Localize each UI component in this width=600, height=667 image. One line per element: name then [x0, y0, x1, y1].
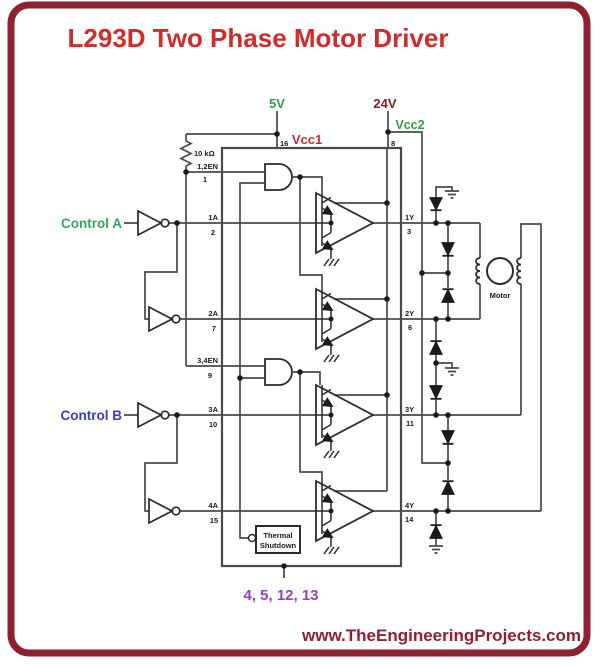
pin-number-15: 15: [210, 516, 218, 525]
driver-1-emitter-arrow-2: [321, 240, 334, 251]
inverter-1: [137, 209, 163, 237]
diode-down-icon: [441, 242, 455, 257]
diode-up-icon: [429, 524, 443, 539]
driver-2-transistors: [321, 289, 340, 363]
motor-symbol: [475, 257, 522, 285]
wire-enable-rail: [185, 133, 277, 367]
driver-triangle-3: [315, 383, 375, 447]
pin-label-2a: 2A: [208, 309, 218, 318]
driver-triangle-2: [315, 287, 375, 351]
driver-triangle-1: [315, 191, 375, 255]
diode-down-icon: [441, 430, 455, 445]
motor-label: Motor: [490, 291, 511, 300]
pin-label-4a: 4A: [208, 501, 218, 510]
diode-down-icon: [429, 385, 443, 400]
power-5v-label: 5V: [269, 96, 285, 111]
diagram-title: L293D Two Phase Motor Driver: [68, 23, 449, 53]
driver-4-emitter-arrow-1: [321, 493, 334, 504]
wire-control-b: [124, 414, 332, 512]
pin-number-11: 11: [406, 419, 414, 428]
inverter-4: [148, 497, 174, 525]
driver-2-emitter-arrow-1: [321, 301, 334, 312]
pin-number-16: 16: [280, 139, 288, 148]
pin-label-1y: 1Y: [405, 213, 414, 222]
diode-up-icon: [441, 288, 455, 303]
pin-number-6: 6: [408, 323, 412, 332]
junction-dots: [174, 129, 451, 569]
wire-diode-columns: [283, 186, 453, 578]
pin-number-9: 9: [208, 371, 212, 380]
flyback-diodes: [429, 197, 455, 539]
driver-4-emitter-arrow-2: [321, 528, 334, 539]
and-gate-1: [264, 163, 293, 191]
thermal-shutdown-label-2: Shutdown: [260, 541, 297, 550]
ground-symbol-2: [445, 367, 459, 376]
pin-label-3a: 3A: [208, 405, 218, 414]
inverter-2: [148, 305, 174, 333]
pin-label-2y: 2Y: [405, 309, 414, 318]
wire-outputs: [373, 222, 541, 512]
driver-1-transistors: [321, 193, 340, 267]
driver-triangle-4: [315, 479, 375, 543]
thermal-shutdown-label-1: Thermal: [263, 531, 292, 540]
inverter-2-bubble: [171, 314, 181, 324]
inverter-1-bubble: [160, 218, 170, 228]
bottom-pins-label: 4, 5, 12, 13: [243, 587, 318, 604]
driver-4-transistors: [321, 481, 340, 555]
diode-down-icon: [429, 197, 443, 212]
thermal-shutdown-bubble: [247, 533, 257, 543]
wire-vcc2-rail: [388, 131, 448, 464]
diode-up-icon: [429, 340, 443, 355]
ground-symbol-3: [429, 545, 443, 554]
vcc2-label: Vcc2: [395, 118, 424, 132]
inverter-4-bubble: [171, 506, 181, 516]
driver-2-emitter-arrow-2: [321, 336, 334, 347]
pin-number-14: 14: [405, 515, 414, 524]
ground-symbol-1: [445, 190, 459, 199]
power-24v-label: 24V: [373, 96, 396, 111]
diode-up-icon: [441, 480, 455, 495]
driver-1-emitter-arrow-1: [321, 205, 334, 216]
wire-and2-out: [293, 371, 323, 481]
ic-outline: [220, 146, 403, 568]
thermal-shutdown-box: [255, 525, 301, 554]
pin-number-2: 2: [211, 228, 215, 237]
pin-label-3y: 3Y: [405, 405, 414, 414]
pin-label-4y: 4Y: [405, 501, 414, 510]
wire-control-a: [124, 222, 332, 320]
pin-number-8: 8: [391, 139, 395, 148]
inverter-3: [137, 401, 163, 429]
inverter-3-bubble: [160, 410, 170, 420]
control-b-label: Control B: [61, 408, 123, 423]
driver-3-emitter-arrow-1: [321, 397, 334, 408]
wire-thermal-rail: [239, 182, 265, 539]
pin-number-1: 1: [203, 175, 207, 184]
pin-number-7: 7: [212, 324, 216, 333]
motor-circle: [486, 257, 514, 285]
pin-label-12en: 1,2EN: [197, 162, 218, 171]
driver-3-emitter-arrow-2: [321, 432, 334, 443]
and-gate-2: [264, 358, 293, 386]
website-label: www.TheEngineeringProjects.com: [301, 626, 581, 645]
coil-right: [516, 257, 522, 285]
pin-number-3: 3: [407, 227, 411, 236]
pin-label-1a: 1A: [208, 213, 218, 222]
resistor-label: 10 kΩ: [194, 149, 215, 158]
coil-left: [475, 257, 481, 285]
vcc1-label: Vcc1: [292, 132, 322, 147]
wire-motor-loop: [479, 223, 542, 511]
resistor-symbol: [179, 140, 193, 167]
control-a-label: Control A: [61, 216, 122, 231]
page-border: [7, 1, 591, 657]
wires: [124, 111, 542, 578]
driver-3-transistors: [321, 385, 340, 459]
pin-number-10: 10: [209, 420, 217, 429]
pin-label-34en: 3,4EN: [197, 356, 218, 365]
